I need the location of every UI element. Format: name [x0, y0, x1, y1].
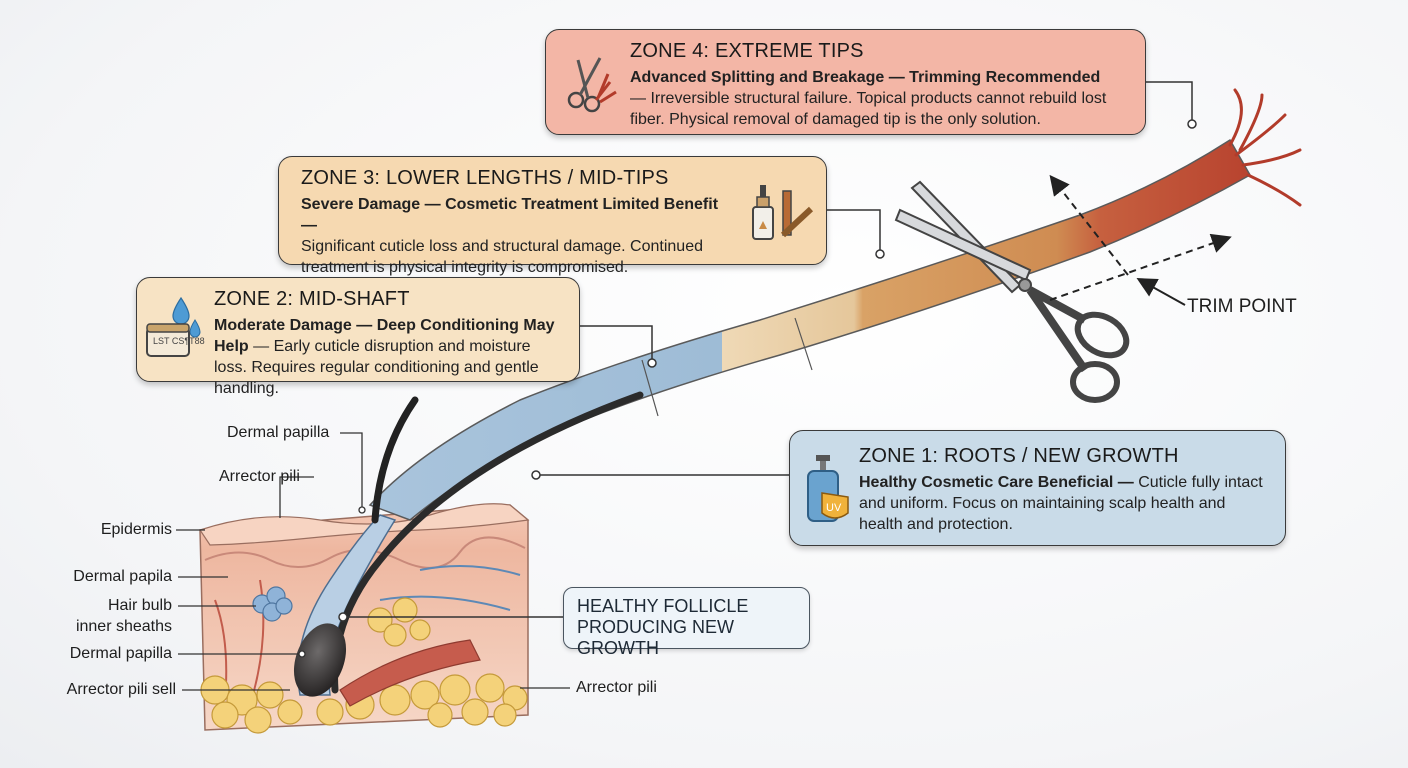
label-arrector-pili-right: Arrector pili: [576, 679, 657, 696]
label-dermal-papilla-top: Dermal papilla: [227, 424, 330, 441]
zone2-callout: LST CS¶T88 ZONE 2: MID-SHAFT Moderate Da…: [136, 277, 580, 397]
healthy-follicle-line2: PRODUCING NEW GROWTH: [577, 617, 734, 658]
zone3-text: Significant cuticle loss and structural …: [301, 238, 703, 276]
healthy-follicle-line1: HEALTHY FOLLICLE: [577, 596, 749, 616]
zone3-callout: ZONE 3: LOWER LENGTHS / MID-TIPS Severe …: [278, 156, 827, 276]
zone4-callout: ZONE 4: EXTREME TIPS Advanced Splitting …: [545, 29, 1146, 135]
zone2-subtitle: Moderate Damage — Deep Conditioning May …: [214, 317, 555, 355]
zone1-title: ZONE 1: ROOTS / NEW GROWTH: [859, 445, 1179, 467]
label-arrector-pili-top: Arrector pili: [219, 468, 300, 485]
zone2-description: Moderate Damage — Deep Conditioning May …: [214, 315, 565, 399]
pump-bottle-icon: UV: [807, 455, 849, 522]
skin-cross-section: [199, 503, 530, 734]
healthy-follicle-callout: HEALTHY FOLLICLE PRODUCING NEW GROWTH: [563, 587, 810, 658]
zone4-description: Advanced Splitting and Breakage — Trimmi…: [630, 67, 1131, 130]
zone1-callout: UV ZONE 1: ROOTS / NEW GROWTH Healthy Co…: [789, 430, 1286, 546]
zone3-title: ZONE 3: LOWER LENGTHS / MID-TIPS: [301, 167, 669, 189]
jar-label: LST CS¶T88: [153, 336, 205, 346]
label-hair-bulb: Hair bulb: [107, 597, 172, 614]
trim-point-label: TRIM POINT: [1187, 296, 1297, 317]
zone4-subtitle: Advanced Splitting and Breakage — Trimmi…: [630, 69, 1101, 86]
zone2-text: — Early cuticle disruption and moisture …: [214, 338, 539, 397]
label-epidermis: Epidermis: [100, 521, 172, 538]
anatomy-leaders: [176, 432, 570, 691]
label-dermal-papilla-low: Dermal papilla: [69, 645, 172, 662]
trim-point-markers: [1049, 174, 1232, 306]
scissors-icon: [567, 57, 617, 113]
zone1-subtitle: Healthy Cosmetic Care Beneficial —: [859, 474, 1134, 491]
serum-bottle-icon: [752, 185, 814, 240]
zone3-description: Severe Damage — Cosmetic Treatment Limit…: [301, 194, 736, 278]
label-dermal-papila: Dermal papila: [73, 568, 172, 585]
hair-shaft: [293, 88, 1302, 697]
zone1-description: Healthy Cosmetic Care Beneficial — Cutic…: [859, 472, 1271, 535]
zone3-subtitle: Severe Damage — Cosmetic Treatment Limit…: [301, 196, 719, 234]
conditioner-jar-icon: LST CS¶T88: [146, 296, 205, 357]
callout-leaders: [338, 81, 1197, 622]
label-arrector-pili-sell: Arrector pili sell: [66, 681, 176, 698]
uv-shield-label: UV: [826, 502, 842, 514]
zone2-title: ZONE 2: MID-SHAFT: [214, 288, 410, 310]
scissors-icon: [894, 180, 1130, 403]
zone4-text: — Irreversible structural failure. Topic…: [630, 90, 1107, 128]
zone4-title: ZONE 4: EXTREME TIPS: [630, 40, 864, 62]
zone1-text: Cuticle fully intact and uniform. Focus …: [859, 474, 1263, 533]
label-inner-sheaths: inner sheaths: [75, 618, 172, 635]
